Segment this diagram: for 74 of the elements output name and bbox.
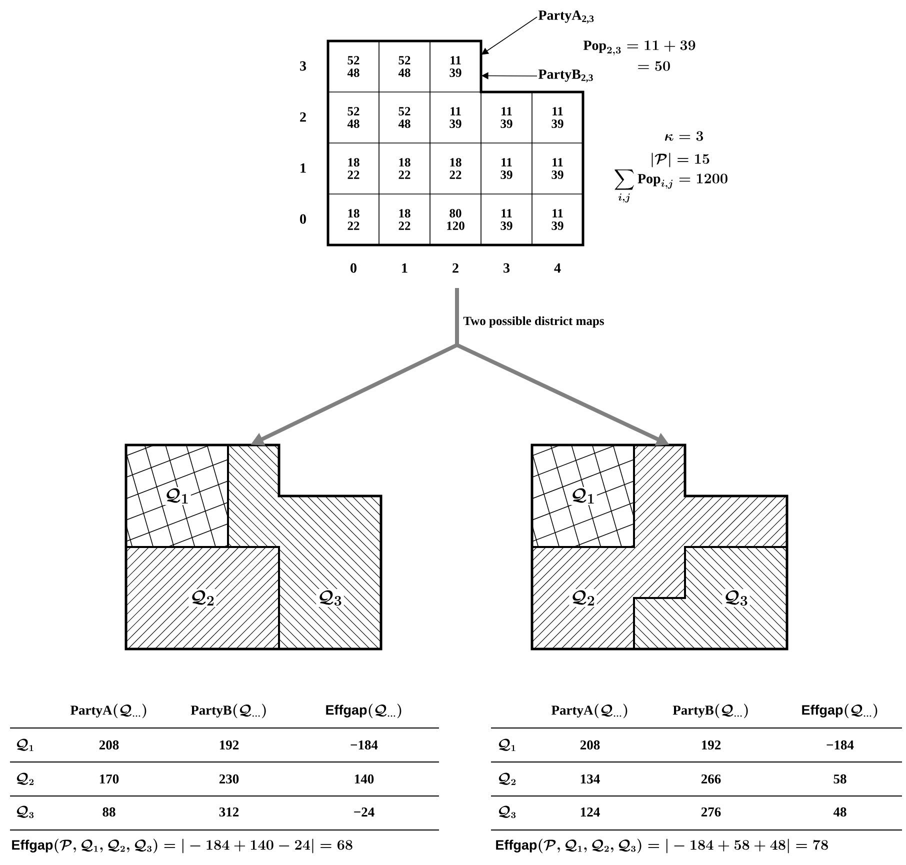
table-cell: 124 <box>580 808 600 816</box>
formula: $= 50$ <box>638 61 670 71</box>
grid-cell: 52 48 <box>378 92 430 144</box>
table-cell: −184 <box>350 740 378 750</box>
table-cell: 208 <box>580 740 600 750</box>
table-header: $\mathrm{PartyB}(\mathcal{Q}_{\dots})$ <box>190 704 266 718</box>
table-cell: 192 <box>220 740 239 750</box>
table-cell: 266 <box>701 774 721 784</box>
grid-cell: 18 22 <box>328 194 380 246</box>
district-map <box>124 444 382 650</box>
table-header: $\mathrm{PartyA}(\mathcal{Q}_{\dots})$ <box>70 704 146 718</box>
table-cell: 208 <box>99 740 119 750</box>
row-index: 1 <box>300 163 306 173</box>
table-cell: 48 <box>833 807 846 817</box>
grid-cell: 18 22 <box>430 142 482 194</box>
grid-cell: 11 39 <box>480 194 532 246</box>
grid-cell: 52 48 <box>328 92 380 144</box>
grid-cell: 11 39 <box>532 194 584 246</box>
table-row-label: $\mathcal{Q}_3$ <box>498 806 516 818</box>
edge-label: Two possible district maps <box>462 315 606 329</box>
column-index: 1 <box>402 263 408 273</box>
district-region: $\mathcal{Q}_3$ <box>227 444 382 650</box>
formula: $\sum_{i,j} \mathrm{Pop}_{i,j} = 1200$ <box>614 170 728 203</box>
node-label: 48 <box>347 68 360 77</box>
grid-cell: 18 22 <box>328 142 380 194</box>
table-header: $\textbf{\textsf{Effgap}}(\mathcal{Q}_{\dots})$ <box>802 704 878 718</box>
grid-cell: 11 39 <box>480 142 532 194</box>
row-index: 0 <box>300 214 306 224</box>
formula: $\textbf{\textsf{Effgap}}(\mathcal{P}, \mathcal{Q}_1, \mathcal{Q}_2, \mathcal{Q}_3) = |-184+140-24| = 68$ <box>12 838 352 854</box>
grid-cell: 11 39 <box>430 40 482 92</box>
grid-cell: 18 22 <box>378 142 430 194</box>
table-cell: −184 <box>826 740 854 750</box>
grid-cell: 11 39 <box>430 92 482 144</box>
node-label: 52 <box>348 56 360 64</box>
callout-label: PartyB$_{2,3}$ <box>538 70 593 82</box>
district-region: $\mathcal{Q}_3$ <box>633 546 788 650</box>
row-index: 2 <box>300 112 306 122</box>
grid-cell: 11 39 <box>480 92 532 144</box>
column-index: 4 <box>554 263 561 273</box>
row-index: 3 <box>300 61 306 71</box>
grid-cell: 52 48 <box>378 40 430 92</box>
table-cell: 140 <box>354 774 374 784</box>
table-row-label: $\mathcal{Q}_3$ <box>16 806 34 818</box>
table-cell: 58 <box>834 774 846 784</box>
table-cell: 192 <box>702 740 721 750</box>
column-index: 3 <box>504 263 510 273</box>
formula: $|\mathcal{P}| = 15$ <box>652 152 710 168</box>
table-cell: 88 <box>102 807 116 817</box>
table-row-label: $\mathcal{Q}_2$ <box>498 772 516 786</box>
grid-cell: 18 22 <box>378 194 430 246</box>
table-row-label: $\mathcal{Q}_1$ <box>16 738 34 752</box>
table-cell: 170 <box>100 774 119 784</box>
table-cell: −24 <box>354 808 374 816</box>
table-cell: 134 <box>580 774 600 784</box>
table-header: $\textbf{\textsf{Effgap}}(\mathcal{Q}_{\dots})$ <box>326 704 402 718</box>
formula: $\kappa = 3$ <box>664 131 704 141</box>
grid-cell: 11 39 <box>532 142 584 194</box>
table-cell: 276 <box>701 807 721 817</box>
table-header: $\mathrm{PartyA}(\mathcal{Q}_{\dots})$ <box>552 704 628 718</box>
formula: $\textbf{\textsf{Effgap}}(\mathcal{P}, \mathcal{Q}_1, \mathcal{Q}_2, \mathcal{Q}_3) = |-184+58+48| = 78$ <box>496 838 828 854</box>
table-cell: 312 <box>219 807 239 817</box>
grid-cell: 80 120 <box>430 194 482 246</box>
district-region: $\mathcal{Q}_1$ <box>531 444 635 548</box>
callout-label: PartyA$_{2,3}$ <box>538 10 594 24</box>
table-header: $\mathrm{PartyB}(\mathcal{Q}_{\dots})$ <box>672 704 748 718</box>
district-region: $\mathcal{Q}_1$ <box>125 444 229 548</box>
table-row-label: $\mathcal{Q}_1$ <box>498 738 516 752</box>
table-row-label: $\mathcal{Q}_2$ <box>16 772 34 786</box>
table-cell: 230 <box>219 774 239 784</box>
district-region: $\mathcal{Q}_2$ <box>125 546 280 650</box>
grid-cell: 11 39 <box>532 92 584 144</box>
column-index: 2 <box>452 263 458 273</box>
formula: $\mathrm{Pop}_{2,3} = 11 + 39$ <box>583 40 696 56</box>
column-index: 0 <box>350 263 356 273</box>
